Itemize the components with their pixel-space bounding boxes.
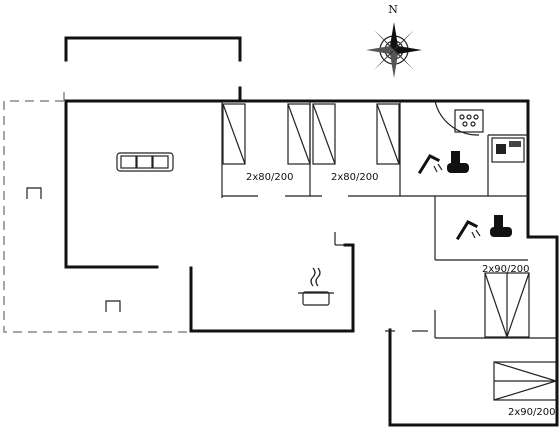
bed-room-2 [312, 103, 336, 165]
chair-icon [26, 187, 42, 199]
bed-room-4 [493, 361, 557, 401]
bed-label-room-1: 2x80/200 [246, 172, 293, 183]
bed-room-1 [222, 103, 246, 165]
sauna-stove-icon [454, 109, 484, 133]
cooking-pot-icon [298, 267, 334, 306]
bed-room-1b [287, 103, 311, 165]
bed-room-3 [484, 272, 530, 338]
interior-walls [221, 101, 557, 339]
bed-room-2b [376, 103, 400, 165]
bed-label-room-3: 2x90/200 [482, 264, 529, 275]
compass-rose-icon: N [366, 3, 422, 78]
chair-icon [105, 300, 121, 312]
canopy-outline [64, 36, 242, 62]
door-swing [434, 100, 480, 136]
shower-icon [417, 154, 443, 175]
compass-north-label: N [388, 3, 398, 16]
shower-icon [455, 220, 481, 241]
toilet-icon [490, 215, 512, 237]
outer-walls [64, 86, 559, 427]
bed-label-room-4: 2x90/200 [508, 407, 555, 418]
sofa-icon [116, 152, 174, 172]
washing-machine-icon [491, 137, 525, 163]
toilet-icon [447, 151, 469, 173]
bed-label-room-2: 2x80/200 [331, 172, 378, 183]
terrace-outline [3, 92, 241, 333]
